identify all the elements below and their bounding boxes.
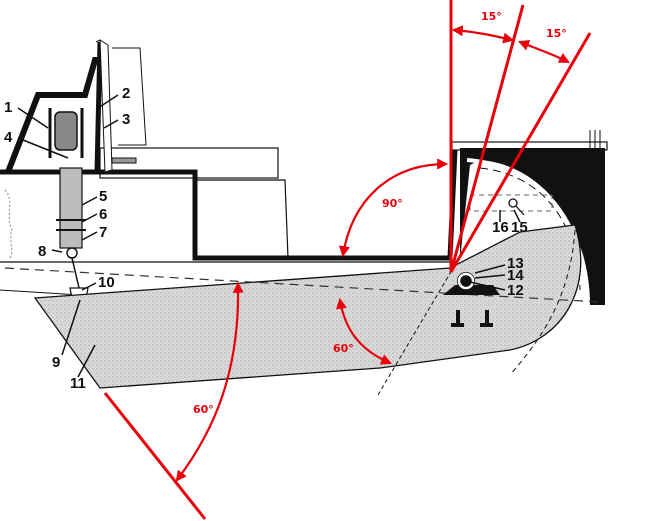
label-1: 1: [4, 99, 12, 116]
leader-lines: [17, 94, 521, 378]
angle-label-90: 90°: [382, 197, 403, 210]
winch-mechanism: [5, 39, 147, 174]
angle-label-60-inner: 60°: [333, 342, 354, 355]
label-3: 3: [122, 111, 130, 128]
label-7: 7: [99, 224, 107, 241]
right-housing: [451, 130, 608, 305]
hinge-mechanism: [443, 272, 500, 327]
angle-label-15-left: 15°: [481, 10, 502, 23]
label-15: 15: [511, 219, 528, 236]
angle-labels: 15° 15° 90° 60° 60°: [193, 10, 567, 416]
label-2: 2: [122, 85, 130, 102]
label-13: 13: [507, 255, 524, 272]
label-6: 6: [99, 206, 107, 223]
label-14: 14: [507, 267, 524, 284]
label-11: 11: [70, 375, 86, 392]
part-labels: 1 2 3 4 5 6 7 8 9 10 11 12 13 14 15 16: [4, 85, 528, 392]
label-5: 5: [99, 188, 107, 205]
label-16: 16: [492, 219, 509, 236]
label-8: 8: [38, 243, 46, 260]
label-10: 10: [98, 274, 115, 291]
angle-label-15-right: 15°: [546, 27, 567, 40]
label-9: 9: [52, 354, 60, 371]
angle-annotations: [103, 0, 592, 520]
flap-panel: [4, 224, 601, 396]
label-4: 4: [4, 129, 13, 146]
label-12: 12: [507, 282, 524, 299]
pivot-15: [508, 198, 525, 216]
angle-label-60-outer: 60°: [193, 403, 214, 416]
vertical-strut: [56, 167, 89, 299]
